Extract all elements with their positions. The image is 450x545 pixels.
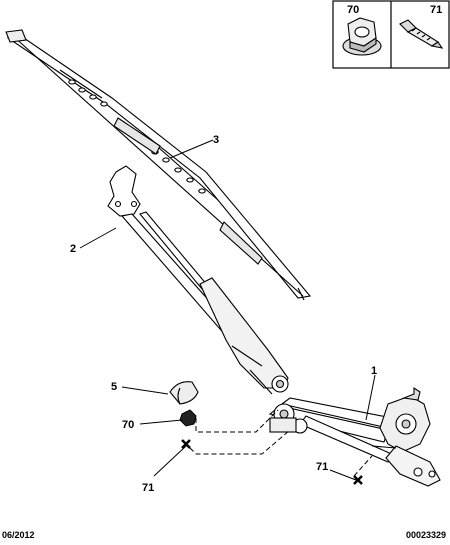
callout-1: 1 (371, 365, 377, 377)
callout-5: 5 (111, 381, 117, 393)
wiper-blade (5, 29, 312, 301)
inset-label-71: 71 (430, 4, 442, 16)
assembly-dashed-lines (189, 409, 373, 477)
footer-date: 06/2012 (2, 530, 35, 540)
callout-3: 3 (213, 134, 219, 146)
screw-part-right (353, 475, 363, 485)
footer-reference: 00023329 (405, 530, 446, 540)
wiper-arm (107, 165, 289, 395)
flange-nut-icon (342, 17, 382, 56)
inset-label-70: 70 (347, 4, 359, 16)
callout-2: 2 (70, 243, 76, 255)
callout-71-right: 71 (316, 461, 328, 473)
nut-part (179, 409, 197, 427)
wiper-linkage (268, 386, 441, 487)
callout-70: 70 (122, 419, 134, 431)
parts-inset: 70 71 (332, 0, 450, 69)
screw-part-left (181, 439, 191, 449)
callout-71-left: 71 (142, 482, 154, 494)
screw-icon (399, 19, 444, 49)
cap-part (169, 381, 199, 405)
callout-leaders (79, 139, 376, 481)
